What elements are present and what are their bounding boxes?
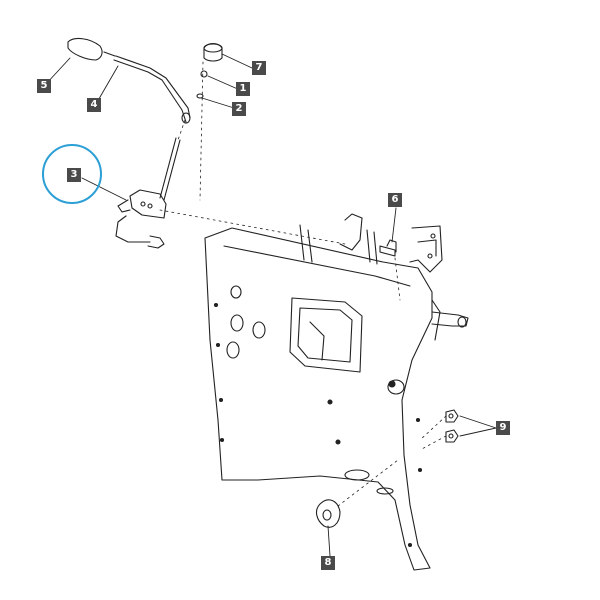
bolt-part bbox=[379, 239, 397, 257]
callout-7[interactable]: 7 bbox=[252, 61, 266, 75]
callout-9[interactable]: 9 bbox=[496, 421, 510, 435]
lever-assembly bbox=[67, 37, 191, 249]
callout-2[interactable]: 2 bbox=[232, 102, 246, 116]
callout-1[interactable]: 1 bbox=[236, 82, 250, 96]
callout-5[interactable]: 5 bbox=[37, 79, 51, 93]
nut-parts bbox=[445, 409, 459, 443]
callout-6[interactable]: 6 bbox=[388, 193, 402, 207]
main-panel bbox=[204, 227, 441, 571]
callout-3[interactable]: 3 bbox=[67, 168, 81, 182]
callout-8[interactable]: 8 bbox=[321, 556, 335, 570]
upper-bracket bbox=[299, 213, 443, 273]
cover-plate-part bbox=[315, 499, 341, 528]
top-small-parts bbox=[196, 42, 223, 99]
callout-4[interactable]: 4 bbox=[87, 98, 101, 112]
side-tab bbox=[431, 311, 469, 328]
leader-lines bbox=[45, 53, 497, 557]
assembly-lines bbox=[159, 61, 447, 507]
highlight-ring bbox=[42, 144, 102, 204]
